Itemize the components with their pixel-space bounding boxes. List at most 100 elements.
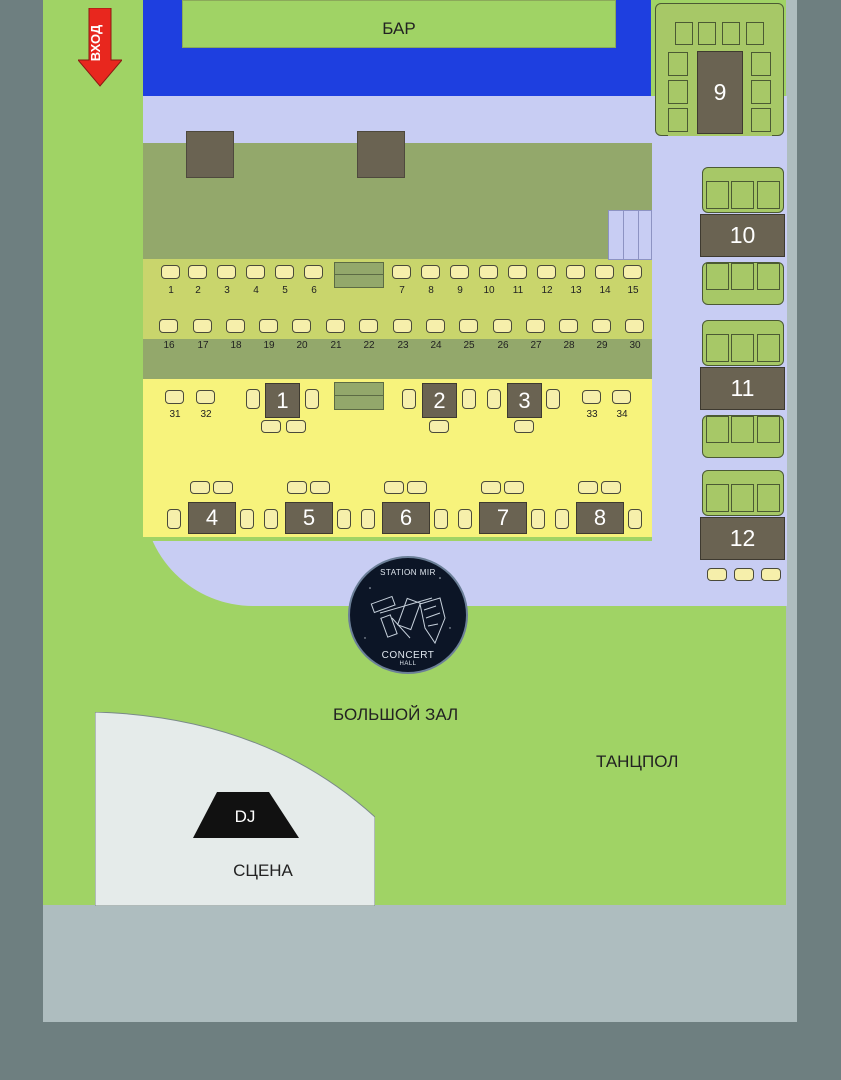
seat-number: 9 bbox=[457, 285, 463, 296]
table-7[interactable]: 7 bbox=[479, 502, 527, 534]
chair[interactable] bbox=[264, 509, 278, 529]
chair[interactable] bbox=[261, 420, 281, 433]
seat-number: 12 bbox=[541, 285, 553, 296]
seat[interactable] bbox=[479, 265, 498, 279]
seat[interactable] bbox=[259, 319, 278, 333]
seat[interactable] bbox=[508, 265, 527, 279]
seat[interactable] bbox=[421, 265, 440, 279]
seat-number: 10 bbox=[483, 285, 495, 296]
cushion bbox=[757, 263, 780, 290]
chair[interactable] bbox=[402, 389, 416, 409]
seat[interactable] bbox=[359, 319, 378, 333]
chair[interactable] bbox=[337, 509, 351, 529]
chair[interactable] bbox=[546, 389, 560, 409]
seat-number: 7 bbox=[399, 285, 405, 296]
vip-table-10[interactable]: 10 bbox=[700, 214, 785, 257]
seat[interactable] bbox=[226, 319, 245, 333]
seat[interactable] bbox=[559, 319, 578, 333]
seat[interactable] bbox=[625, 319, 644, 333]
chair[interactable] bbox=[286, 420, 306, 433]
chair[interactable] bbox=[190, 481, 210, 494]
seat[interactable] bbox=[193, 319, 212, 333]
chair[interactable] bbox=[361, 509, 375, 529]
chair[interactable] bbox=[555, 509, 569, 529]
seat[interactable] bbox=[392, 265, 411, 279]
logo-subtitle-2: HALL bbox=[399, 661, 417, 667]
logo-subtitle: CONCERT bbox=[381, 650, 435, 661]
seat[interactable] bbox=[159, 319, 178, 333]
chair[interactable] bbox=[628, 509, 642, 529]
vip-table-9[interactable]: 9 bbox=[697, 51, 743, 134]
chair[interactable] bbox=[734, 568, 754, 581]
seat[interactable] bbox=[623, 265, 642, 279]
seat[interactable] bbox=[196, 390, 215, 404]
seat[interactable] bbox=[566, 265, 585, 279]
chair[interactable] bbox=[384, 481, 404, 494]
seat-number: 30 bbox=[629, 340, 641, 351]
seat[interactable] bbox=[161, 265, 180, 279]
seat[interactable] bbox=[526, 319, 545, 333]
stairs bbox=[608, 210, 652, 260]
seat[interactable] bbox=[612, 390, 631, 404]
seat[interactable] bbox=[217, 265, 236, 279]
space-station-icon bbox=[364, 572, 451, 645]
chair[interactable] bbox=[167, 509, 181, 529]
chair[interactable] bbox=[481, 481, 501, 494]
chair[interactable] bbox=[240, 509, 254, 529]
seat-number: 25 bbox=[463, 340, 475, 351]
seat-number: 28 bbox=[563, 340, 575, 351]
seat[interactable] bbox=[592, 319, 611, 333]
cushion bbox=[731, 416, 754, 443]
bar-area[interactable]: БАР bbox=[182, 0, 616, 48]
seat[interactable] bbox=[582, 390, 601, 404]
cushion bbox=[722, 22, 740, 45]
chair[interactable] bbox=[458, 509, 472, 529]
table-4[interactable]: 4 bbox=[188, 502, 236, 534]
seat[interactable] bbox=[246, 265, 265, 279]
chair[interactable] bbox=[287, 481, 307, 494]
chair[interactable] bbox=[601, 481, 621, 494]
seat[interactable] bbox=[493, 319, 512, 333]
seat[interactable] bbox=[426, 319, 445, 333]
seat[interactable] bbox=[326, 319, 345, 333]
seat[interactable] bbox=[304, 265, 323, 279]
seat-number: 13 bbox=[570, 285, 582, 296]
chair[interactable] bbox=[578, 481, 598, 494]
seat[interactable] bbox=[165, 390, 184, 404]
seat[interactable] bbox=[595, 265, 614, 279]
chair[interactable] bbox=[462, 389, 476, 409]
chair[interactable] bbox=[531, 509, 545, 529]
chair[interactable] bbox=[761, 568, 781, 581]
vip-table-12[interactable]: 12 bbox=[700, 517, 785, 560]
seat[interactable] bbox=[292, 319, 311, 333]
seat[interactable] bbox=[450, 265, 469, 279]
seat[interactable] bbox=[459, 319, 478, 333]
seat-number: 21 bbox=[330, 340, 342, 351]
table-5[interactable]: 5 bbox=[285, 502, 333, 534]
table-6[interactable]: 6 bbox=[382, 502, 430, 534]
table-8[interactable]: 8 bbox=[576, 502, 624, 534]
chair[interactable] bbox=[407, 481, 427, 494]
seat[interactable] bbox=[393, 319, 412, 333]
chair[interactable] bbox=[707, 568, 727, 581]
table-number: 2 bbox=[433, 387, 446, 413]
table-3[interactable]: 3 bbox=[507, 383, 542, 418]
chair[interactable] bbox=[429, 420, 449, 433]
chair[interactable] bbox=[504, 481, 524, 494]
cushion bbox=[731, 484, 754, 512]
seat[interactable] bbox=[275, 265, 294, 279]
seat[interactable] bbox=[537, 265, 556, 279]
chair[interactable] bbox=[305, 389, 319, 409]
chair[interactable] bbox=[434, 509, 448, 529]
chair[interactable] bbox=[310, 481, 330, 494]
seat[interactable] bbox=[188, 265, 207, 279]
chair[interactable] bbox=[246, 389, 260, 409]
cushion bbox=[706, 416, 729, 443]
chair[interactable] bbox=[213, 481, 233, 494]
vip-table-11[interactable]: 11 bbox=[700, 367, 785, 410]
stage-area[interactable]: DJ СЦЕНА bbox=[95, 712, 375, 906]
table-1[interactable]: 1 bbox=[265, 383, 300, 418]
chair[interactable] bbox=[487, 389, 501, 409]
chair[interactable] bbox=[514, 420, 534, 433]
table-2[interactable]: 2 bbox=[422, 383, 457, 418]
